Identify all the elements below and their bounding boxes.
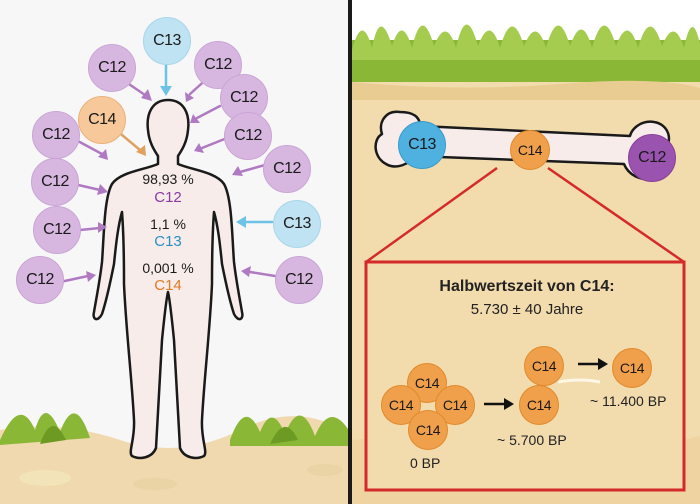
atom-label: C12 bbox=[638, 149, 666, 166]
percent-c13: 1,1 % bbox=[150, 216, 186, 232]
atom-label: C14 bbox=[415, 422, 441, 438]
c12-atom: C12 bbox=[32, 111, 80, 159]
bone-c14-atom: C14 bbox=[510, 130, 550, 170]
atom-label: C14 bbox=[388, 397, 414, 413]
c13-atom: C13 bbox=[273, 200, 321, 248]
stage0-label: 0 BP bbox=[410, 455, 441, 471]
stage2-label: ~ 11.400 BP bbox=[590, 393, 667, 409]
stage1-label: ~ 5.700 BP bbox=[497, 432, 567, 448]
c12-atom: C12 bbox=[88, 44, 136, 92]
isotope-label-c13: C13 bbox=[154, 233, 182, 250]
atom-label: C12 bbox=[41, 173, 69, 190]
atom-label: C12 bbox=[230, 89, 258, 106]
atom-label: C14 bbox=[414, 375, 440, 391]
atom-label: C12 bbox=[273, 160, 301, 177]
isotope-label-c14: C14 bbox=[154, 277, 182, 294]
atom-label: C14 bbox=[526, 397, 552, 413]
c12-atom: C12 bbox=[224, 112, 272, 160]
atom-label: C14 bbox=[619, 360, 645, 376]
bone-c13-atom: C13 bbox=[398, 121, 446, 169]
atom-label: C12 bbox=[98, 59, 126, 76]
half-life-value: 5.730 ± 40 Jahre bbox=[470, 301, 584, 318]
percent-c14: 0,001 % bbox=[142, 260, 194, 276]
isotope-label-c12: C12 bbox=[154, 189, 182, 206]
c12-atom: C12 bbox=[16, 256, 64, 304]
atom-label: C13 bbox=[153, 32, 181, 49]
atom-label: C12 bbox=[42, 126, 70, 143]
atom-label: C12 bbox=[234, 127, 262, 144]
atom-label: C12 bbox=[285, 271, 313, 288]
c14-atom-stage0: C14 bbox=[381, 385, 421, 425]
atom-label: C13 bbox=[408, 136, 436, 153]
c12-atom: C12 bbox=[275, 256, 323, 304]
atom-label: C14 bbox=[531, 358, 557, 374]
percent-c12: 98,93 % bbox=[142, 171, 194, 187]
c14-atom-stage1: C14 bbox=[524, 346, 564, 386]
c14-atom: C14 bbox=[78, 96, 126, 144]
atom-label: C12 bbox=[204, 56, 232, 73]
c14-atom-stage0: C14 bbox=[408, 410, 448, 450]
atom-label: C13 bbox=[283, 215, 311, 232]
c12-atom: C12 bbox=[263, 145, 311, 193]
atom-label: C14 bbox=[517, 142, 543, 158]
c12-atom: C12 bbox=[33, 206, 81, 254]
bone-c12-atom: C12 bbox=[628, 134, 676, 182]
c12-atom: C12 bbox=[31, 158, 79, 206]
c14-atom-stage2: C14 bbox=[612, 348, 652, 388]
atom-label: C14 bbox=[88, 111, 116, 128]
atom-label: C12 bbox=[43, 221, 71, 238]
c13-atom-top: C13 bbox=[143, 17, 191, 65]
half-life-title: Halbwertszeit von C14: bbox=[439, 278, 615, 295]
atom-label: C12 bbox=[26, 271, 54, 288]
atom-label: C14 bbox=[442, 397, 468, 413]
c14-atom-stage1: C14 bbox=[519, 385, 559, 425]
